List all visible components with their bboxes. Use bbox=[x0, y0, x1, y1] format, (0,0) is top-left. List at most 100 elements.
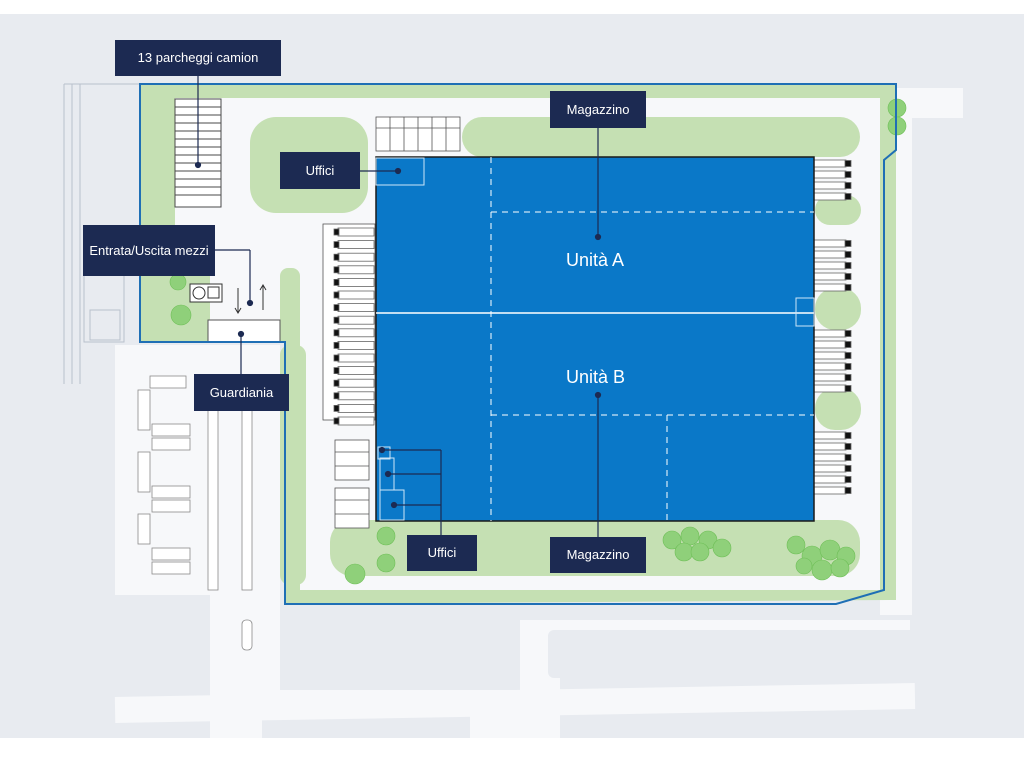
loading-dock-stall bbox=[813, 192, 847, 201]
top-stalls bbox=[375, 116, 461, 152]
dock-bumper bbox=[844, 363, 852, 370]
loading-dock-stall bbox=[813, 442, 847, 451]
loading-dock-stall bbox=[813, 384, 847, 393]
truck-parking-label: 13 parcheggi camion bbox=[115, 40, 281, 76]
loading-dock-stall bbox=[813, 475, 847, 484]
dock-bumper bbox=[333, 404, 340, 412]
dock-bumper bbox=[333, 266, 340, 274]
loading-dock-stall bbox=[813, 170, 847, 179]
gate-arrows bbox=[234, 284, 267, 314]
dock-bumper bbox=[844, 193, 852, 200]
warehouse-top-label: Magazzino bbox=[550, 91, 646, 128]
loading-dock-stall bbox=[337, 290, 375, 300]
loading-dock-stall bbox=[813, 362, 847, 371]
loading-dock-stall bbox=[813, 464, 847, 473]
loading-dock-stall bbox=[337, 416, 375, 426]
dock-bumper bbox=[333, 228, 340, 236]
loading-dock-stall bbox=[813, 239, 847, 248]
dock-bumper bbox=[333, 291, 340, 299]
entrance-kiosk bbox=[189, 283, 223, 303]
dock-bumper bbox=[333, 379, 340, 387]
dock-bumper bbox=[333, 241, 340, 249]
dock-bumper bbox=[844, 465, 852, 472]
dock-bumper bbox=[844, 476, 852, 483]
block-right bbox=[548, 630, 918, 678]
loading-dock-stall bbox=[813, 486, 847, 495]
vehicle-access-label: Entrata/Uscita mezzi bbox=[83, 225, 215, 276]
loading-dock-stall bbox=[337, 340, 375, 350]
guardhouse-building bbox=[207, 319, 281, 343]
loading-dock-stall bbox=[337, 303, 375, 313]
loading-dock-stall bbox=[337, 328, 375, 338]
dock-bumper bbox=[844, 182, 852, 189]
unit-a-label: Unità A bbox=[566, 250, 625, 270]
dock-bumper bbox=[844, 432, 852, 439]
loading-dock-stall bbox=[813, 250, 847, 259]
dock-bumper bbox=[844, 385, 852, 392]
small-stalls bbox=[334, 439, 370, 529]
dock-bumper bbox=[844, 352, 852, 359]
dock-bumper bbox=[844, 341, 852, 348]
loading-dock-stall bbox=[813, 272, 847, 281]
dock-bumper bbox=[333, 341, 340, 349]
green-strip-top bbox=[462, 117, 860, 157]
loading-dock-stall bbox=[813, 453, 847, 462]
neighbour-outline bbox=[63, 83, 140, 384]
loading-dock-stall bbox=[337, 277, 375, 287]
loading-dock-stall bbox=[337, 252, 375, 262]
loading-dock-stall bbox=[337, 378, 375, 388]
warehouse-building bbox=[375, 156, 815, 522]
loading-dock-stall bbox=[337, 353, 375, 363]
dock-bumper bbox=[844, 251, 852, 258]
loading-dock-stall bbox=[813, 351, 847, 360]
loading-dock-stall bbox=[813, 283, 847, 292]
loading-dock-stall bbox=[337, 240, 375, 250]
dock-bumper bbox=[844, 240, 852, 247]
dock-bumper bbox=[844, 273, 852, 280]
car-parking-rows bbox=[137, 375, 253, 651]
loading-dock-stall bbox=[813, 431, 847, 440]
loading-dock-stall bbox=[337, 391, 375, 401]
leader-lines bbox=[194, 76, 602, 540]
loading-dock-stall bbox=[813, 159, 847, 168]
loading-dock-stall bbox=[337, 265, 375, 275]
loading-dock-stall bbox=[337, 315, 375, 325]
offices-top-label: Uffici bbox=[280, 152, 360, 189]
dock-bumper bbox=[844, 454, 852, 461]
site-boundary bbox=[139, 83, 897, 605]
loading-dock-stall bbox=[813, 329, 847, 338]
internal-partitions bbox=[490, 157, 814, 521]
dock-bumper bbox=[333, 329, 340, 337]
offices-bottom-label: Uffici bbox=[407, 535, 477, 571]
dock-bumper bbox=[333, 417, 340, 425]
warehouse-bottom-label: Magazzino bbox=[550, 537, 646, 573]
dock-bumper bbox=[844, 160, 852, 167]
dock-bumper bbox=[844, 171, 852, 178]
road-horizontal bbox=[114, 683, 916, 723]
dock-bumper bbox=[333, 392, 340, 400]
dock-bumper bbox=[844, 330, 852, 337]
dock-bumper bbox=[844, 284, 852, 291]
dock-bumper bbox=[333, 354, 340, 362]
loading-dock-stall bbox=[337, 227, 375, 237]
dock-bumper bbox=[333, 367, 340, 375]
loading-dock-stall bbox=[337, 403, 375, 413]
loading-dock-stall bbox=[813, 340, 847, 349]
loading-dock-stall bbox=[337, 366, 375, 376]
dock-bumper bbox=[844, 262, 852, 269]
dock-bumper bbox=[844, 487, 852, 494]
unit-b-label: Unità B bbox=[566, 367, 626, 387]
guardhouse-label: Guardiania bbox=[194, 374, 289, 411]
dock-bumper bbox=[333, 253, 340, 261]
loading-dock-stall bbox=[813, 373, 847, 382]
dock-bumper bbox=[333, 304, 340, 312]
dock-bumper bbox=[844, 374, 852, 381]
loading-dock-stall bbox=[813, 181, 847, 190]
dock-bumper bbox=[333, 278, 340, 286]
dock-bumper bbox=[844, 443, 852, 450]
trees bbox=[169, 98, 907, 585]
dock-bumper bbox=[333, 316, 340, 324]
loading-dock-stall bbox=[813, 261, 847, 270]
